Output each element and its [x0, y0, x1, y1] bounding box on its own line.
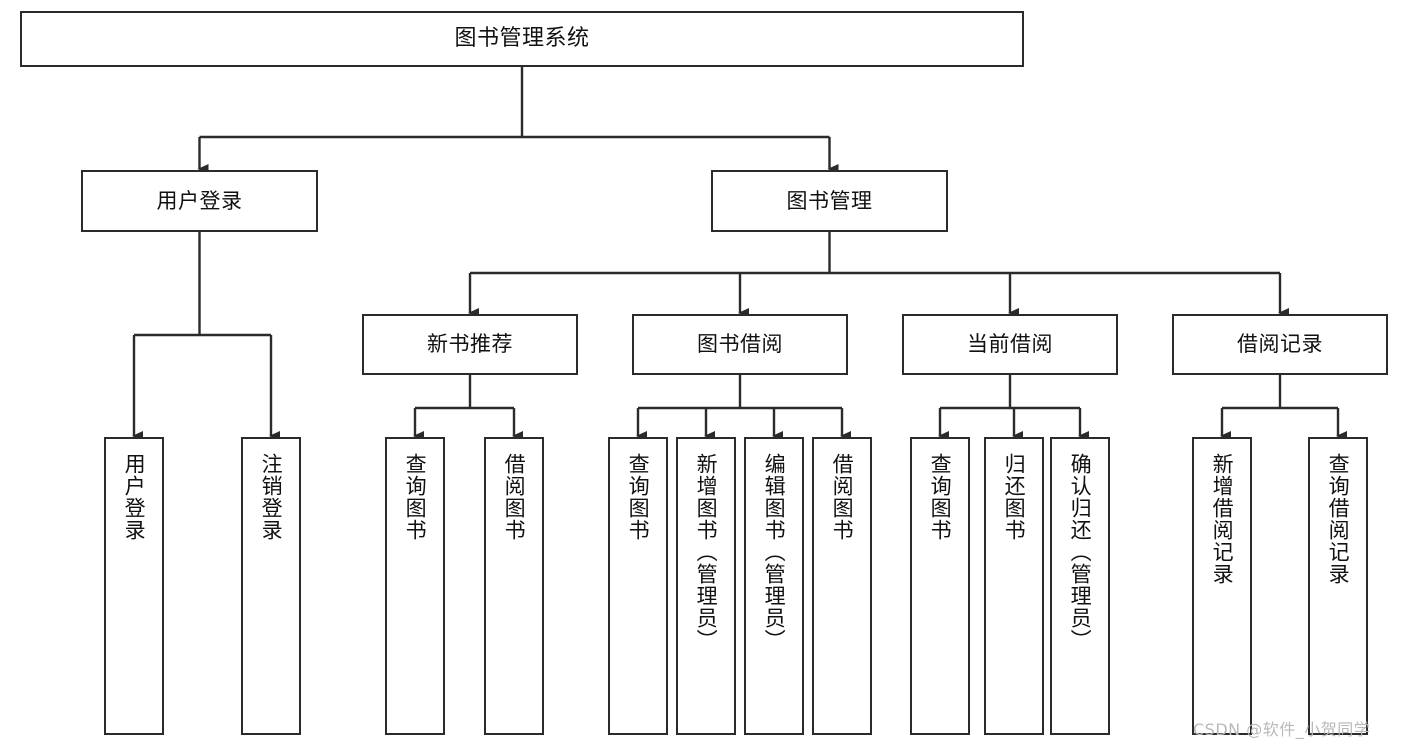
root-node[interactable]: 图书管理系统	[20, 11, 1024, 67]
leaf-node[interactable]: 查询图书	[910, 437, 970, 735]
leaf-node[interactable]: 注销登录	[241, 437, 301, 735]
branch-node[interactable]: 借阅记录	[1172, 314, 1388, 375]
node-label: 借阅图书	[830, 453, 855, 541]
node-label: 图书借阅	[697, 332, 783, 357]
leaf-node[interactable]: 用户登录	[104, 437, 164, 735]
leaf-node[interactable]: 查询图书	[608, 437, 668, 735]
node-label: 查询图书	[626, 453, 651, 541]
node-label: 用户登录	[122, 453, 147, 541]
node-label: 查询借阅记录	[1326, 453, 1351, 585]
node-label: 用户登录	[156, 188, 243, 213]
leaf-node[interactable]: 确认归还（管理员）	[1050, 437, 1110, 735]
leaf-node[interactable]: 新增图书（管理员）	[676, 437, 736, 735]
node-label: 编辑图书（管理员）	[762, 453, 787, 651]
node-label: 新书推荐	[427, 332, 513, 357]
node-label: 当前借阅	[967, 332, 1053, 357]
leaf-node[interactable]: 借阅图书	[484, 437, 544, 735]
branch-node[interactable]: 当前借阅	[902, 314, 1118, 375]
node-label: 注销登录	[259, 453, 284, 541]
node-label: 归还图书	[1002, 453, 1027, 541]
branch-node[interactable]: 用户登录	[81, 170, 318, 232]
leaf-node[interactable]: 编辑图书（管理员）	[744, 437, 804, 735]
node-label: 图书管理系统	[454, 26, 590, 52]
leaf-node[interactable]: 归还图书	[984, 437, 1044, 735]
node-label: 借阅记录	[1237, 332, 1323, 357]
node-label: 新增图书（管理员）	[694, 453, 719, 651]
node-label: 查询图书	[403, 453, 428, 541]
branch-node[interactable]: 图书借阅	[632, 314, 848, 375]
node-label: 借阅图书	[502, 453, 527, 541]
leaf-node[interactable]: 借阅图书	[812, 437, 872, 735]
branch-node[interactable]: 新书推荐	[362, 314, 578, 375]
leaf-node[interactable]: 查询图书	[385, 437, 445, 735]
node-label: 确认归还（管理员）	[1068, 453, 1093, 651]
branch-node[interactable]: 图书管理	[711, 170, 948, 232]
leaf-node[interactable]: 查询借阅记录	[1308, 437, 1368, 735]
node-label: 新增借阅记录	[1210, 453, 1235, 585]
node-label: 图书管理	[786, 188, 873, 213]
leaf-node[interactable]: 新增借阅记录	[1192, 437, 1252, 735]
node-label: 查询图书	[928, 453, 953, 541]
